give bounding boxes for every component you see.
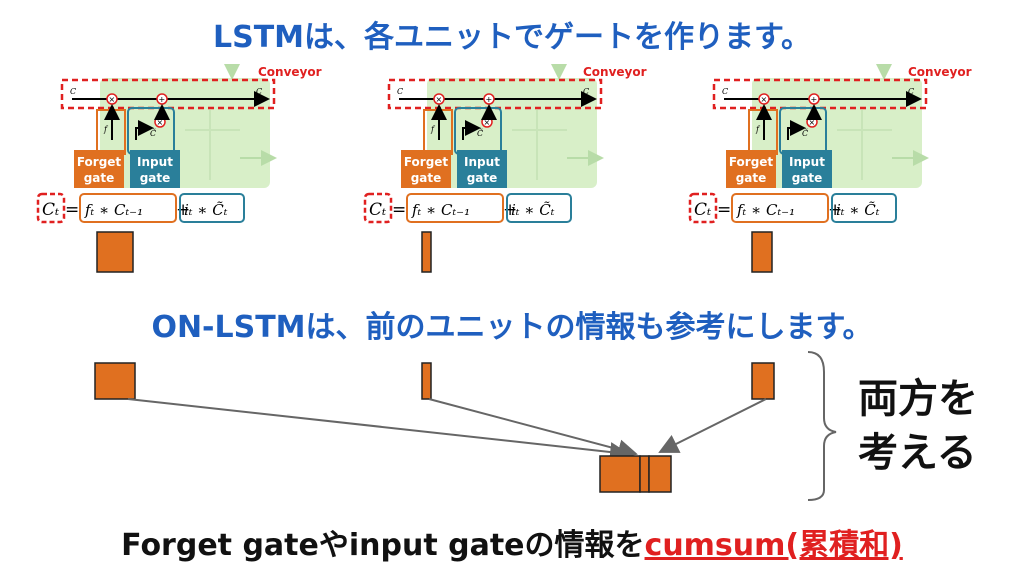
onlstm-heading: ON-LSTMは、前のユニットの情報も参考にします。 xyxy=(151,310,873,345)
gate-value-block xyxy=(421,231,432,273)
cumsum-block-b xyxy=(639,455,650,493)
eq-forget-term: fₜ ∗ Cₜ₋₁ xyxy=(411,201,470,219)
forget-gate-label: gate xyxy=(84,171,115,185)
c-next-label: C xyxy=(908,87,914,96)
eq-forget-box xyxy=(731,193,829,223)
eq-equals: = xyxy=(65,200,79,220)
conveyor-label: Conveyor xyxy=(583,65,647,79)
c-prev-label: C xyxy=(722,87,728,96)
svg-text:×: × xyxy=(484,118,491,127)
c-next-label: C xyxy=(583,87,589,96)
eq-forget-box xyxy=(406,193,504,223)
gate-value-block xyxy=(96,231,134,273)
lstm-diagram-3: Conveyor C C × + f × C̃ Forget gate Inpu… xyxy=(688,64,972,273)
eq-equals: = xyxy=(392,200,406,220)
ct-label: C̃ xyxy=(477,129,483,138)
c-next-label: C xyxy=(256,87,262,96)
lstm-diagram-1: Conveyor C C × + f × C̃ Forget gate Inpu… xyxy=(36,64,322,273)
input-gate-label: gate xyxy=(467,171,498,185)
svg-text:×: × xyxy=(157,118,164,127)
f-label: f xyxy=(430,125,436,134)
forget-gate-label: Forget xyxy=(77,155,122,169)
forget-gate-label: Forget xyxy=(729,155,774,169)
eq-input-term: iₜ ∗ C̃ₜ xyxy=(836,201,880,219)
eq-lhs: Cₜ xyxy=(369,200,387,220)
eq-input-box xyxy=(831,193,897,223)
bottom-caption-prefix: Forget gateやinput gateの情報を xyxy=(121,528,645,563)
forget-gate-box xyxy=(726,150,776,188)
input-gate-label: gate xyxy=(792,171,823,185)
arrow-unit-2 xyxy=(428,398,638,460)
eq-lhs-box xyxy=(688,192,718,224)
unit-block-3 xyxy=(751,362,775,400)
eq-forget-term: fₜ ∗ Cₜ₋₁ xyxy=(84,201,143,219)
eq-lhs: Cₜ xyxy=(694,200,712,220)
input-gate-label: gate xyxy=(140,171,171,185)
svg-text:×: × xyxy=(436,95,443,104)
input-gate-box xyxy=(782,150,832,188)
lstm-diagram-2: Conveyor C C × + f × C̃ Forget gate Inpu… xyxy=(363,64,647,273)
forget-gate-label: gate xyxy=(411,171,442,185)
conveyor-label: Conveyor xyxy=(258,65,322,79)
svg-text:×: × xyxy=(109,95,116,104)
forget-gate-label: gate xyxy=(736,171,767,185)
ct-label: C̃ xyxy=(802,129,808,138)
eq-equals: = xyxy=(717,200,731,220)
svg-text:×: × xyxy=(809,118,816,127)
eq-input-term: iₜ ∗ C̃ₜ xyxy=(184,201,228,219)
bracket-text-line1: 両方を xyxy=(858,376,978,422)
arrow-unit-1 xyxy=(127,398,630,462)
lstm-heading: LSTMは、各ユニットでゲートを作ります。 xyxy=(212,20,812,55)
eq-lhs-box xyxy=(36,192,66,224)
eq-lhs-box xyxy=(363,192,393,224)
eq-input-box xyxy=(506,193,572,223)
input-gate-label: Input xyxy=(789,155,825,169)
ct-label: C̃ xyxy=(150,129,156,138)
gate-value-block xyxy=(751,231,773,273)
input-gate-box xyxy=(457,150,507,188)
onlstm-diagram: 両方を 考える xyxy=(94,351,978,501)
input-gate-label: Input xyxy=(137,155,173,169)
svg-text:+: + xyxy=(159,95,166,104)
bottom-caption-highlight: cumsum(累積和) xyxy=(644,528,903,563)
unit-block-1 xyxy=(94,362,136,400)
f-label: f xyxy=(755,125,761,134)
forget-gate-box xyxy=(401,150,451,188)
svg-text:×: × xyxy=(761,95,768,104)
cumsum-block-a xyxy=(599,455,641,493)
forget-gate-box xyxy=(74,150,124,188)
svg-text:+: + xyxy=(811,95,818,104)
c-prev-label: C xyxy=(397,87,403,96)
c-prev-label: C xyxy=(70,87,76,96)
curly-brace xyxy=(807,351,837,501)
eq-forget-box xyxy=(79,193,177,223)
eq-input-term: iₜ ∗ C̃ₜ xyxy=(511,201,555,219)
conveyor-label: Conveyor xyxy=(908,65,972,79)
unit-block-2 xyxy=(421,362,432,400)
input-gate-box xyxy=(130,150,180,188)
eq-input-box xyxy=(179,193,245,223)
svg-text:+: + xyxy=(486,95,493,104)
input-gate-label: Input xyxy=(464,155,500,169)
eq-forget-term: fₜ ∗ Cₜ₋₁ xyxy=(736,201,795,219)
bottom-caption: Forget gateやinput gateの情報をcumsum(累積和) xyxy=(0,520,1024,564)
cumsum-block-c xyxy=(648,455,672,493)
f-label: f xyxy=(103,125,109,134)
bracket-text-line2: 考える xyxy=(858,430,977,476)
eq-lhs: Cₜ xyxy=(42,200,60,220)
forget-gate-label: Forget xyxy=(404,155,449,169)
arrow-unit-3 xyxy=(658,398,767,453)
